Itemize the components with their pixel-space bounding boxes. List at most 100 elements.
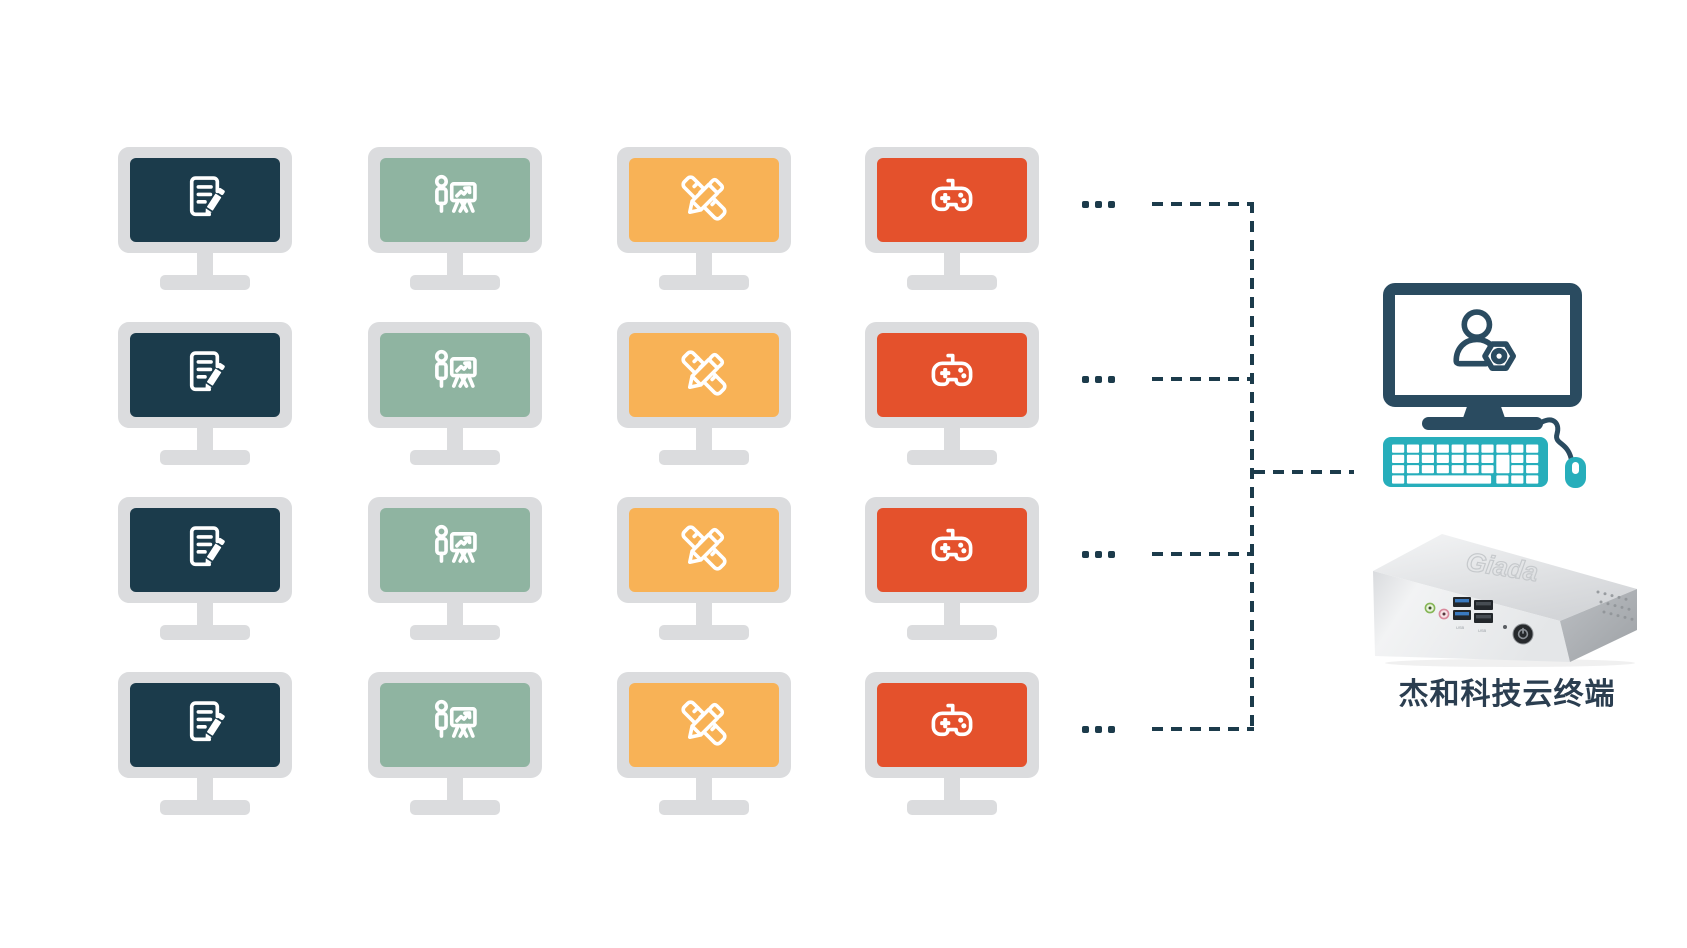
presentation-chart-icon — [426, 694, 484, 757]
usb-port-label: USB — [1478, 628, 1487, 633]
monitor-stand-neck — [944, 603, 960, 627]
monitor-screen-documents — [130, 508, 280, 592]
device-label: 杰和科技云终端 — [1398, 678, 1616, 711]
host-monitor-stand-neck — [1463, 406, 1505, 418]
monitor-stand-base — [907, 625, 997, 640]
monitor-stand-base — [659, 450, 749, 465]
monitor-stand-base — [160, 450, 250, 465]
dashed-connector-row — [1152, 727, 1254, 731]
monitor-documents — [118, 672, 292, 815]
gamepad-icon — [923, 519, 981, 582]
document-edit-icon — [176, 694, 234, 757]
dashed-connector-trunk — [1250, 202, 1254, 733]
monitor-stand-neck — [197, 603, 213, 627]
monitor-documents — [118, 147, 292, 290]
monitor-gaming — [865, 147, 1039, 290]
monitor-stand-neck — [447, 778, 463, 802]
ellipsis-dot — [1095, 376, 1102, 383]
ellipsis-dot — [1082, 376, 1089, 383]
ellipsis-dot — [1082, 551, 1089, 558]
document-edit-icon — [176, 169, 234, 232]
device-front-ports: USB USB — [1424, 597, 1534, 645]
ellipsis-dot — [1108, 726, 1115, 733]
monitor-design — [617, 497, 791, 640]
ellipsis-dot — [1108, 201, 1115, 208]
monitor-gaming — [865, 497, 1039, 640]
monitor-stand-neck — [696, 778, 712, 802]
monitor-stand-base — [659, 800, 749, 815]
document-edit-icon — [176, 519, 234, 582]
cloud-terminal-device: Giada USB USB — [1373, 534, 1637, 667]
ellipsis-dot — [1108, 376, 1115, 383]
monitor-stand-neck — [197, 253, 213, 277]
monitor-screen-design — [629, 683, 779, 767]
ellipsis-dot — [1082, 726, 1089, 733]
monitor-screen-documents — [130, 333, 280, 417]
mouse-cable — [1539, 417, 1574, 461]
keyboard-keys — [1392, 444, 1539, 484]
monitor-stand-base — [907, 800, 997, 815]
dashed-connector-row — [1152, 552, 1254, 556]
monitor-screen-gaming — [877, 683, 1027, 767]
reset-hole — [1503, 625, 1507, 629]
monitor-stand-base — [160, 275, 250, 290]
mouse-wheel — [1572, 462, 1579, 474]
monitor-gaming — [865, 322, 1039, 465]
monitor-stand-base — [160, 625, 250, 640]
monitor-stand-base — [410, 625, 500, 640]
monitor-screen-presentation — [380, 333, 530, 417]
gamepad-icon — [923, 694, 981, 757]
monitor-presentation — [368, 322, 542, 465]
monitor-screen-presentation — [380, 683, 530, 767]
monitor-stand-neck — [696, 428, 712, 452]
monitor-stand-base — [410, 450, 500, 465]
presentation-chart-icon — [426, 169, 484, 232]
monitor-presentation — [368, 672, 542, 815]
monitor-stand-neck — [447, 253, 463, 277]
monitor-stand-neck — [696, 253, 712, 277]
device-side-face — [1560, 589, 1637, 662]
monitor-screen-gaming — [877, 333, 1027, 417]
monitor-stand-neck — [447, 428, 463, 452]
mouse-icon — [1565, 457, 1586, 488]
device-top-face — [1373, 534, 1637, 621]
row-ellipsis — [1082, 726, 1115, 733]
monitor-stand-base — [907, 450, 997, 465]
monitor-stand-neck — [197, 778, 213, 802]
row-ellipsis — [1082, 201, 1115, 208]
monitor-design — [617, 322, 791, 465]
monitor-design — [617, 147, 791, 290]
ellipsis-dot — [1095, 201, 1102, 208]
monitor-stand-neck — [447, 603, 463, 627]
monitor-documents — [118, 322, 292, 465]
monitor-stand-base — [160, 800, 250, 815]
ellipsis-dot — [1095, 726, 1102, 733]
monitor-presentation — [368, 497, 542, 640]
monitor-screen-documents — [130, 683, 280, 767]
monitor-screen-design — [629, 158, 779, 242]
ellipsis-dot — [1082, 201, 1089, 208]
dashed-connector-row — [1152, 202, 1254, 206]
host-monitor — [1383, 283, 1582, 407]
presentation-chart-icon — [426, 519, 484, 582]
dashed-connector-row — [1152, 377, 1254, 381]
power-button — [1512, 623, 1534, 645]
monitor-stand-base — [907, 275, 997, 290]
ellipsis-dot — [1108, 551, 1115, 558]
monitor-presentation — [368, 147, 542, 290]
monitor-screen-design — [629, 333, 779, 417]
monitor-stand-neck — [944, 428, 960, 452]
user-gear-icon — [1441, 301, 1525, 390]
monitor-design — [617, 672, 791, 815]
monitor-screen-presentation — [380, 508, 530, 592]
ruler-pencil-icon — [675, 169, 733, 232]
ellipsis-dot — [1095, 551, 1102, 558]
ruler-pencil-icon — [675, 694, 733, 757]
presentation-chart-icon — [426, 344, 484, 407]
monitor-documents — [118, 497, 292, 640]
vent-holes — [1596, 590, 1634, 621]
monitor-screen-gaming — [877, 508, 1027, 592]
monitor-stand-base — [410, 275, 500, 290]
monitor-stand-base — [410, 800, 500, 815]
